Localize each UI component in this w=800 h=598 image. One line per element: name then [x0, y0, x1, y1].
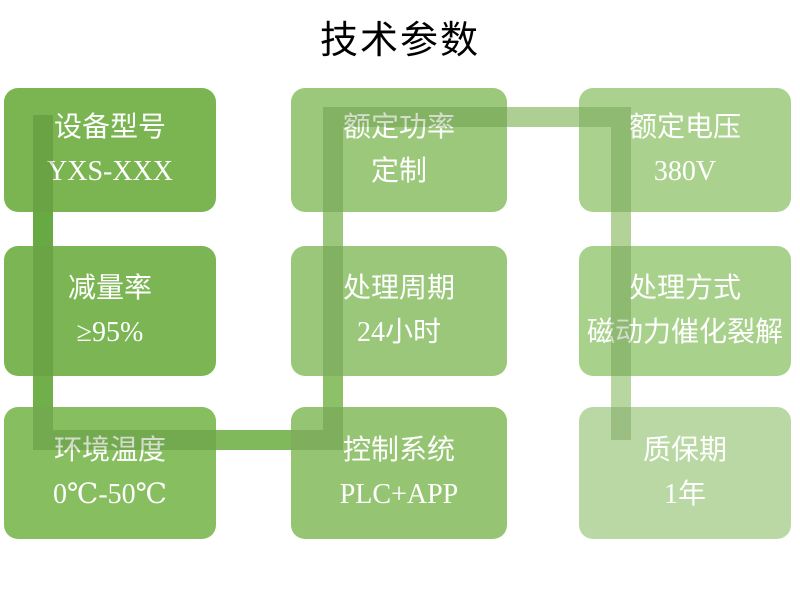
param-label: 质保期 [642, 435, 727, 466]
param-value: PLC+APP [339, 479, 459, 510]
param-label: 减量率 [67, 273, 152, 304]
param-label: 处理周期 [342, 273, 455, 304]
page-title: 技术参数 [319, 20, 480, 62]
param-box-processing-method: 处理方式磁动力催化裂解 [579, 246, 791, 376]
param-label: 设备型号 [53, 112, 166, 143]
param-box-warranty: 质保期 1年 [579, 407, 791, 539]
param-box-processing-cycle: 处理周期 24小时 [291, 246, 507, 376]
param-box-control-system: 控制系统 PLC+APP [291, 407, 507, 539]
param-value: 1年 [663, 479, 706, 510]
param-label: 环境温度 [53, 435, 166, 466]
param-value: 24小时 [356, 317, 441, 348]
param-value: 380V [653, 156, 717, 187]
param-box-rated-voltage: 额定电压 380V [579, 88, 791, 212]
param-value: 定制 [370, 156, 427, 187]
param-box-reduction-rate: 减量率 ≥95% [4, 246, 216, 376]
param-label: 额定功率 [342, 112, 455, 143]
param-value: YXS-XXX [47, 156, 173, 187]
param-value: 0℃-50℃ [53, 479, 167, 510]
param-value: ≥95% [76, 317, 144, 348]
param-label: 控制系统 [342, 435, 455, 466]
param-label: 处理方式 [628, 273, 741, 304]
param-value: 磁动力催化裂解 [586, 317, 783, 348]
param-box-ambient-temperature: 环境温度 0℃-50℃ [4, 407, 216, 539]
param-box-rated-power: 额定功率定制 [291, 88, 507, 212]
param-box-device-model: 设备型号 YXS-XXX [4, 88, 216, 212]
param-label: 额定电压 [628, 112, 741, 143]
